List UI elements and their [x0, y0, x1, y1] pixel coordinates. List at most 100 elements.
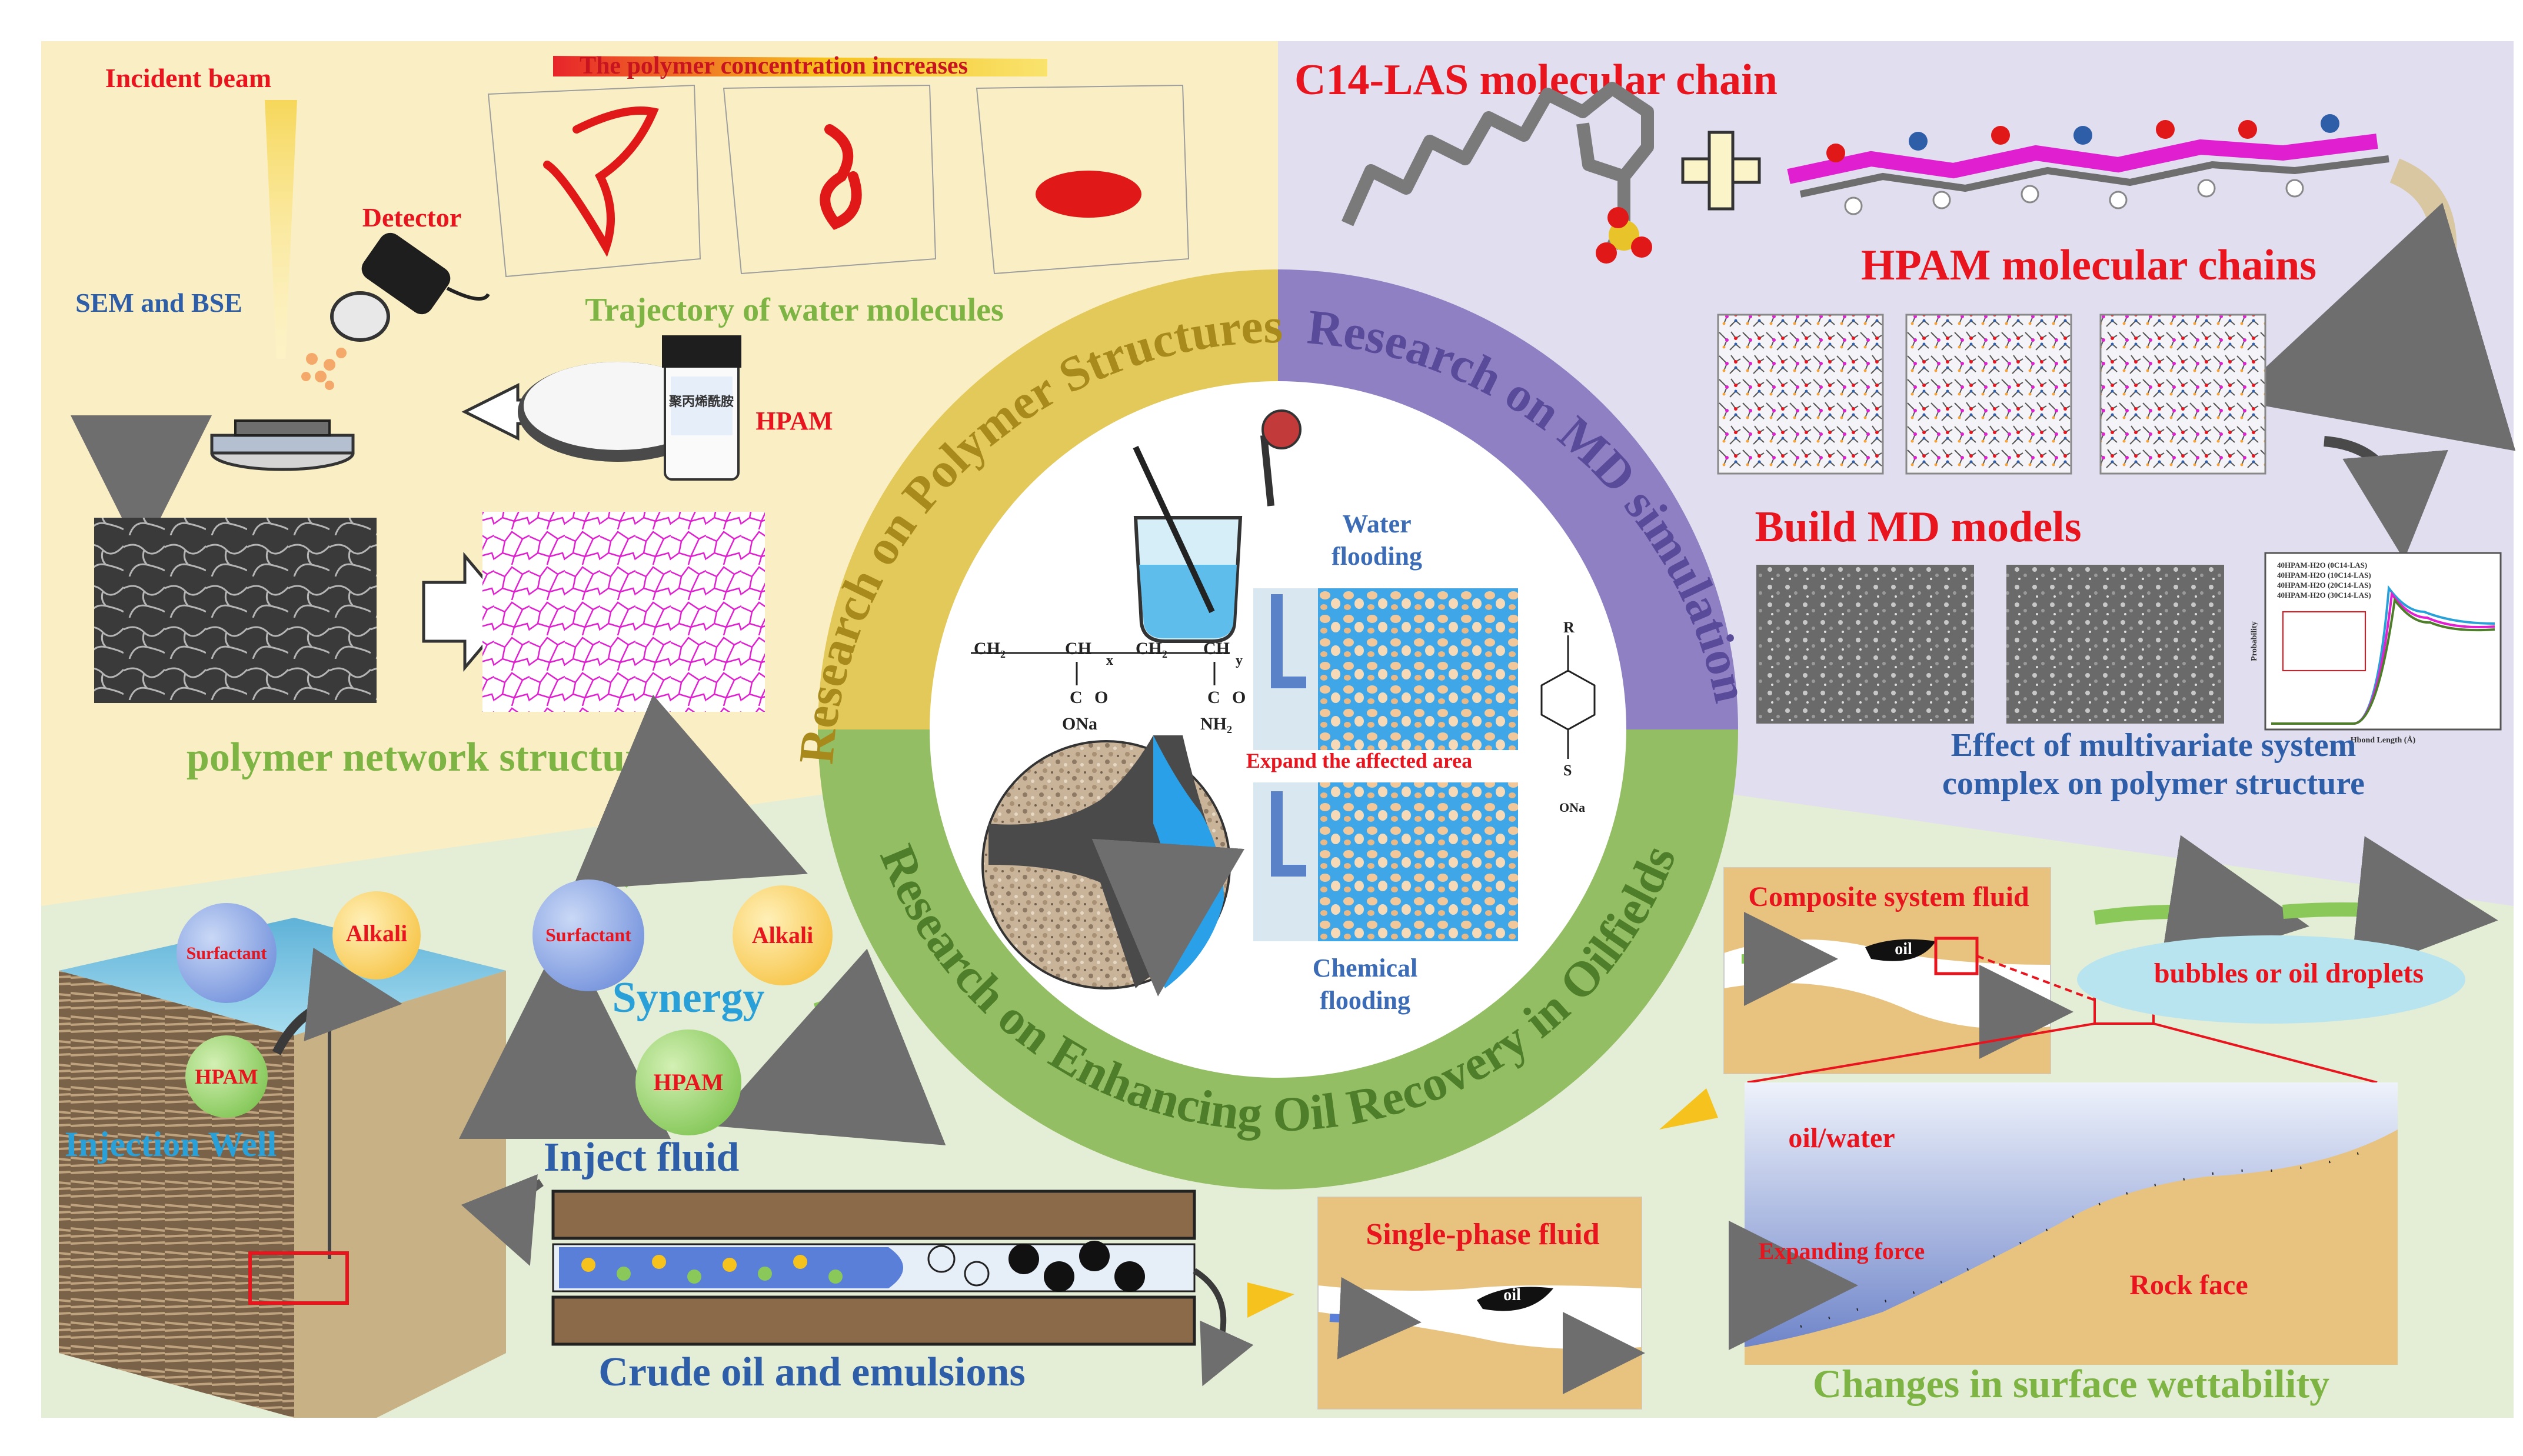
svg-text:Hbond Length (Å): Hbond Length (Å): [2351, 735, 2416, 745]
effect-caption-2: complex on polymer structure: [1942, 765, 2365, 802]
beaker-illustration: [1133, 409, 1302, 643]
pipe-illustration: [551, 1190, 1196, 1346]
oil-water-label: oil/water: [1788, 1122, 1895, 1154]
trajectory-plot-1: [487, 84, 701, 278]
alkali-label: Alkali: [752, 922, 813, 948]
build-md-caption: Build MD models: [1755, 503, 2081, 551]
curved-arrow-out-icon: [1193, 1268, 1254, 1387]
detector-label: Detector: [362, 202, 462, 232]
hpam-small-label: HPAM: [195, 1065, 258, 1088]
surfactant-label: Surfactant: [545, 924, 631, 945]
svg-text:x: x: [1106, 653, 1113, 668]
surfactant-bubble-small: [177, 903, 277, 1003]
expanding-force-label: Expanding force: [1759, 1238, 1925, 1264]
svg-text:40HPAM-H2O (30C14-LAS): 40HPAM-H2O (30C14-LAS): [2277, 591, 2371, 599]
svg-text:C: C: [1070, 688, 1083, 707]
surfactant-sphere: [532, 879, 644, 991]
single-phase-label: Single-phase fluid: [1366, 1218, 1599, 1251]
curved-arrow-down-icon-md: [2324, 436, 2448, 560]
chemical-flooding-label-1: Chemical: [1313, 954, 1417, 982]
curved-arrow-small-icon: [272, 947, 402, 1055]
alkali-small-label: Alkali: [346, 920, 407, 947]
zoom-lines: [1747, 1022, 2378, 1084]
pore-illustration: [981, 735, 1245, 997]
trajectory-plots: [487, 84, 1190, 278]
svg-text:CH₂: CH₂: [1136, 639, 1167, 658]
network-caption: polymer network structure: [187, 735, 661, 780]
yellow-arrow-up-icon: [1659, 1088, 1718, 1130]
trajectory-plot-2: [723, 84, 937, 275]
hpam-caption: HPAM molecular chains: [1861, 241, 2316, 289]
svg-text:O: O: [1094, 688, 1108, 707]
hpam-sphere-label: HPAM: [653, 1069, 723, 1095]
synergy-cycle: [459, 694, 946, 1145]
sem-model-image-1: [1756, 565, 1974, 724]
alkali-sphere: [733, 885, 833, 985]
bubbles-label: bubbles or oil droplets: [2154, 958, 2424, 989]
hbond-plot: 40HPAM-H2O (0C14-LAS) 40HPAM-H2O (10C14-…: [2250, 552, 2502, 745]
hpam-sphere: [635, 1029, 741, 1135]
particle-cloud: [301, 348, 347, 390]
wettability-caption: Changes in surface wettability: [1813, 1361, 2329, 1406]
svg-text:40HPAM-H2O (10C14-LAS): 40HPAM-H2O (10C14-LAS): [2277, 571, 2371, 579]
svg-text:CH: CH: [1203, 639, 1230, 658]
oil-label-single: oil: [1503, 1286, 1521, 1304]
crude-oil-label: Crude oil and emulsions: [598, 1350, 1025, 1395]
hpam-formula: CH₂ CH CH₂ CH x y C C O O ONa NH₂: [971, 639, 1246, 734]
curved-arrow-inject-icon: [461, 1174, 544, 1267]
rock-face-label: Rock face: [2129, 1270, 2248, 1301]
composite-fluid-label: Composite system fluid: [1748, 881, 2029, 912]
concentration-arrow: [553, 56, 1047, 76]
single-phase-panel: [1317, 1197, 1645, 1410]
wettability-panel: [1729, 1082, 2398, 1365]
svg-text:y: y: [1236, 653, 1243, 668]
svg-text:ONa: ONa: [1559, 800, 1585, 815]
las-caption: C14-LAS molecular chain: [1294, 56, 1778, 104]
oil-label-composite: oil: [1895, 940, 1912, 958]
oilfield-block: [59, 918, 506, 1418]
bubble-ellipse: [2077, 935, 2465, 1024]
synergy-label: Synergy: [613, 974, 765, 1022]
incident-beam: [265, 100, 297, 359]
sem-image: [94, 518, 377, 703]
svg-text:O: O: [1232, 688, 1246, 707]
sem-model-image-2: [2006, 565, 2224, 724]
bubble-flow-arrows: [2093, 835, 2498, 977]
yellow-arrow-right-icon: [1247, 1282, 1294, 1318]
trajectory-plot-3: [976, 84, 1190, 275]
svg-text:Probability: Probability: [2250, 621, 2259, 661]
md-model-boxes: [1717, 314, 2266, 475]
las-molecule: [1341, 82, 1654, 264]
curved-arrow-down-icon: [71, 415, 212, 557]
svg-text:CH: CH: [1065, 639, 1091, 658]
water-flooding-label-2: flooding: [1332, 542, 1422, 571]
trajectory-caption: Trajectory of water molecules: [585, 292, 1004, 328]
svg-text:NH₂: NH₂: [1200, 714, 1232, 734]
effect-caption-1: Effect of multivariate system: [1951, 727, 2356, 764]
svg-text:40HPAM-H2O (20C14-LAS): 40HPAM-H2O (20C14-LAS): [2277, 581, 2371, 589]
svg-text:S: S: [1563, 762, 1572, 779]
svg-text:聚丙烯酰胺: 聚丙烯酰胺: [668, 394, 734, 409]
svg-text:ONa: ONa: [1062, 714, 1097, 734]
plus-icon: [1681, 131, 1761, 211]
incident-beam-label: Incident beam: [105, 63, 271, 93]
hpam-molecule: [1787, 134, 2389, 198]
svg-text:CH₂: CH₂: [974, 639, 1006, 658]
surfactant-small-label: Surfactant: [187, 944, 267, 963]
curved-arrow-icon: [2231, 158, 2516, 451]
chemical-flooding-label-2: flooding: [1320, 986, 1410, 1015]
injection-well-label: Injection Well: [65, 1125, 277, 1164]
svg-text:R: R: [1563, 619, 1575, 636]
sem-bse-label: SEM and BSE: [75, 288, 242, 318]
detector-illustration: [330, 232, 490, 342]
hpam-bubble-small: [185, 1035, 268, 1118]
hpam-label: HPAM: [755, 407, 833, 435]
flooding-comparison: Water flooding Expand the affected area …: [1246, 509, 1518, 1015]
network-image: [482, 512, 765, 712]
hpam-bottle: 聚丙烯酰胺: [662, 335, 741, 481]
svg-text:40HPAM-H2O (0C14-LAS): 40HPAM-H2O (0C14-LAS): [2277, 561, 2367, 569]
concentration-label: The polymer concentration increases: [580, 52, 968, 79]
inject-fluid-label: Inject fluid: [544, 1135, 740, 1180]
expand-area-label: Expand the affected area: [1246, 749, 1472, 772]
